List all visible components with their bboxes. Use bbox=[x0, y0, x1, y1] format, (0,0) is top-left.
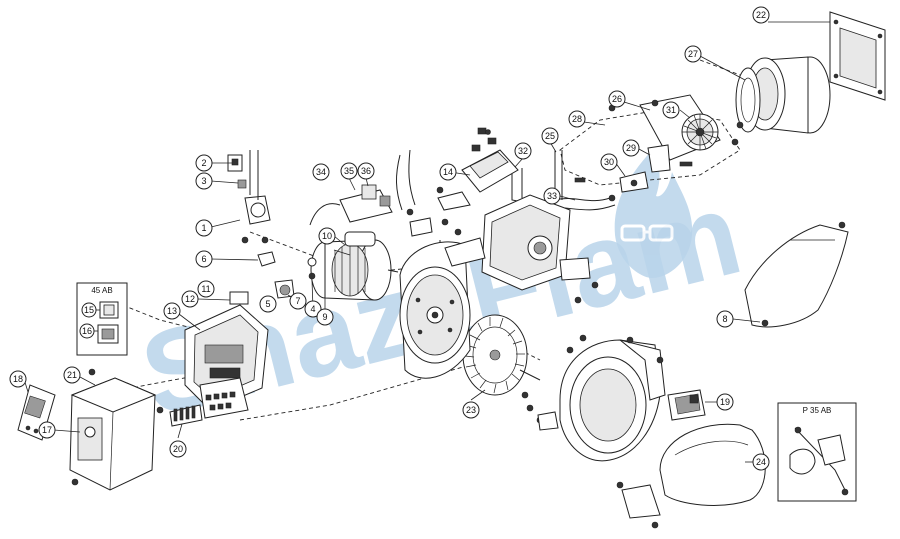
part-gas-valve bbox=[227, 150, 276, 267]
callout-35-label: 35 bbox=[344, 166, 354, 176]
callout-21: 21 bbox=[63, 366, 81, 384]
callout-1: 1 bbox=[195, 219, 213, 237]
callout-12-label: 12 bbox=[185, 294, 195, 304]
callout-2: 2 bbox=[195, 154, 213, 172]
callout-19: 19 bbox=[716, 393, 734, 411]
callout-17: 17 bbox=[38, 421, 56, 439]
callout-7-label: 7 bbox=[295, 296, 300, 306]
callout-8: 8 bbox=[716, 310, 734, 328]
part-air-box bbox=[439, 194, 599, 304]
callout-3: 3 bbox=[195, 172, 213, 190]
callout-24-label: 24 bbox=[756, 457, 766, 467]
callout-28-label: 28 bbox=[572, 114, 582, 124]
callout-21-label: 21 bbox=[67, 370, 77, 380]
part-fan-wheel bbox=[462, 314, 528, 396]
part-hood bbox=[616, 423, 766, 529]
callout-14-label: 14 bbox=[443, 167, 453, 177]
callout-9: 9 bbox=[316, 308, 334, 326]
callout-6: 6 bbox=[195, 250, 213, 268]
part-oil-pump bbox=[309, 149, 433, 237]
callout-13-label: 13 bbox=[167, 306, 177, 316]
callout-15: 15 bbox=[81, 302, 97, 318]
part-photocell bbox=[274, 257, 317, 299]
callout-27: 27 bbox=[684, 45, 702, 63]
part-combustion-head bbox=[574, 94, 744, 193]
callout-36: 36 bbox=[357, 162, 375, 180]
callout-4-label: 4 bbox=[310, 304, 315, 314]
callout-29: 29 bbox=[622, 139, 640, 157]
callout-20-label: 20 bbox=[173, 444, 183, 454]
callout-30-label: 30 bbox=[604, 157, 614, 167]
callout-28: 28 bbox=[568, 110, 586, 128]
callout-16: 16 bbox=[79, 323, 95, 339]
callout-5: 5 bbox=[259, 295, 277, 313]
callout-27-label: 27 bbox=[688, 49, 698, 59]
callout-1-label: 1 bbox=[201, 223, 206, 233]
callout-20: 20 bbox=[169, 440, 187, 458]
callout-33: 33 bbox=[543, 187, 561, 205]
part-ignition-plate bbox=[436, 127, 519, 211]
callout-16-label: 16 bbox=[82, 326, 92, 336]
inset-label-p35ab: P 35 AB bbox=[803, 406, 832, 415]
inset-box-45ab: 45 AB bbox=[76, 282, 128, 356]
part-volute-housing bbox=[519, 334, 666, 462]
callout-34: 34 bbox=[312, 163, 330, 181]
callout-33-label: 33 bbox=[547, 191, 557, 201]
callout-2-label: 2 bbox=[201, 158, 206, 168]
part-blast-tube bbox=[735, 56, 831, 134]
callout-19-label: 19 bbox=[720, 397, 730, 407]
part-terminal-strip bbox=[169, 404, 203, 427]
callout-25-label: 25 bbox=[545, 131, 555, 141]
callout-18: 18 bbox=[9, 370, 27, 388]
callout-30: 30 bbox=[600, 153, 618, 171]
callout-11: 11 bbox=[197, 280, 215, 298]
part-motor-flange bbox=[399, 237, 486, 379]
callout-6-label: 6 bbox=[201, 254, 206, 264]
callout-22-label: 22 bbox=[756, 10, 766, 20]
callout-4: 4 bbox=[304, 300, 322, 318]
inset-label-45ab: 45 AB bbox=[91, 286, 112, 295]
callout-29-label: 29 bbox=[626, 143, 636, 153]
callout-32: 32 bbox=[514, 142, 532, 160]
callout-31: 31 bbox=[662, 101, 680, 119]
callout-18-label: 18 bbox=[13, 374, 23, 384]
callout-24: 24 bbox=[752, 453, 770, 471]
callout-35: 35 bbox=[340, 162, 358, 180]
callout-9-label: 9 bbox=[322, 312, 327, 322]
callout-17-label: 17 bbox=[42, 425, 52, 435]
callout-11-label: 11 bbox=[201, 284, 210, 294]
callout-32-label: 32 bbox=[518, 146, 528, 156]
callout-36-label: 36 bbox=[361, 166, 371, 176]
callout-26: 26 bbox=[608, 90, 626, 108]
callout-10-label: 10 bbox=[322, 231, 332, 241]
part-front-cover bbox=[69, 368, 164, 491]
callout-13: 13 bbox=[163, 302, 181, 320]
callout-15-label: 15 bbox=[84, 305, 94, 315]
callout-14: 14 bbox=[439, 163, 457, 181]
part-side-cover bbox=[744, 221, 849, 328]
callout-10: 10 bbox=[318, 227, 336, 245]
callout-3-label: 3 bbox=[201, 176, 206, 186]
callout-25: 25 bbox=[541, 127, 559, 145]
part-relay-block bbox=[667, 389, 706, 421]
callout-34-label: 34 bbox=[316, 167, 326, 177]
callout-23-label: 23 bbox=[466, 405, 476, 415]
callout-22: 22 bbox=[752, 6, 770, 24]
callout-5-label: 5 bbox=[265, 299, 270, 309]
callout-12: 12 bbox=[181, 290, 199, 308]
callout-23: 23 bbox=[462, 401, 480, 419]
callout-7: 7 bbox=[289, 292, 307, 310]
part-flange-plate bbox=[829, 11, 886, 101]
callout-31-label: 31 bbox=[666, 105, 676, 115]
part-control-box bbox=[184, 291, 269, 419]
callout-8-label: 8 bbox=[722, 314, 727, 324]
callout-26-label: 26 bbox=[612, 94, 622, 104]
inset-box-p35ab: P 35 AB bbox=[777, 402, 857, 502]
